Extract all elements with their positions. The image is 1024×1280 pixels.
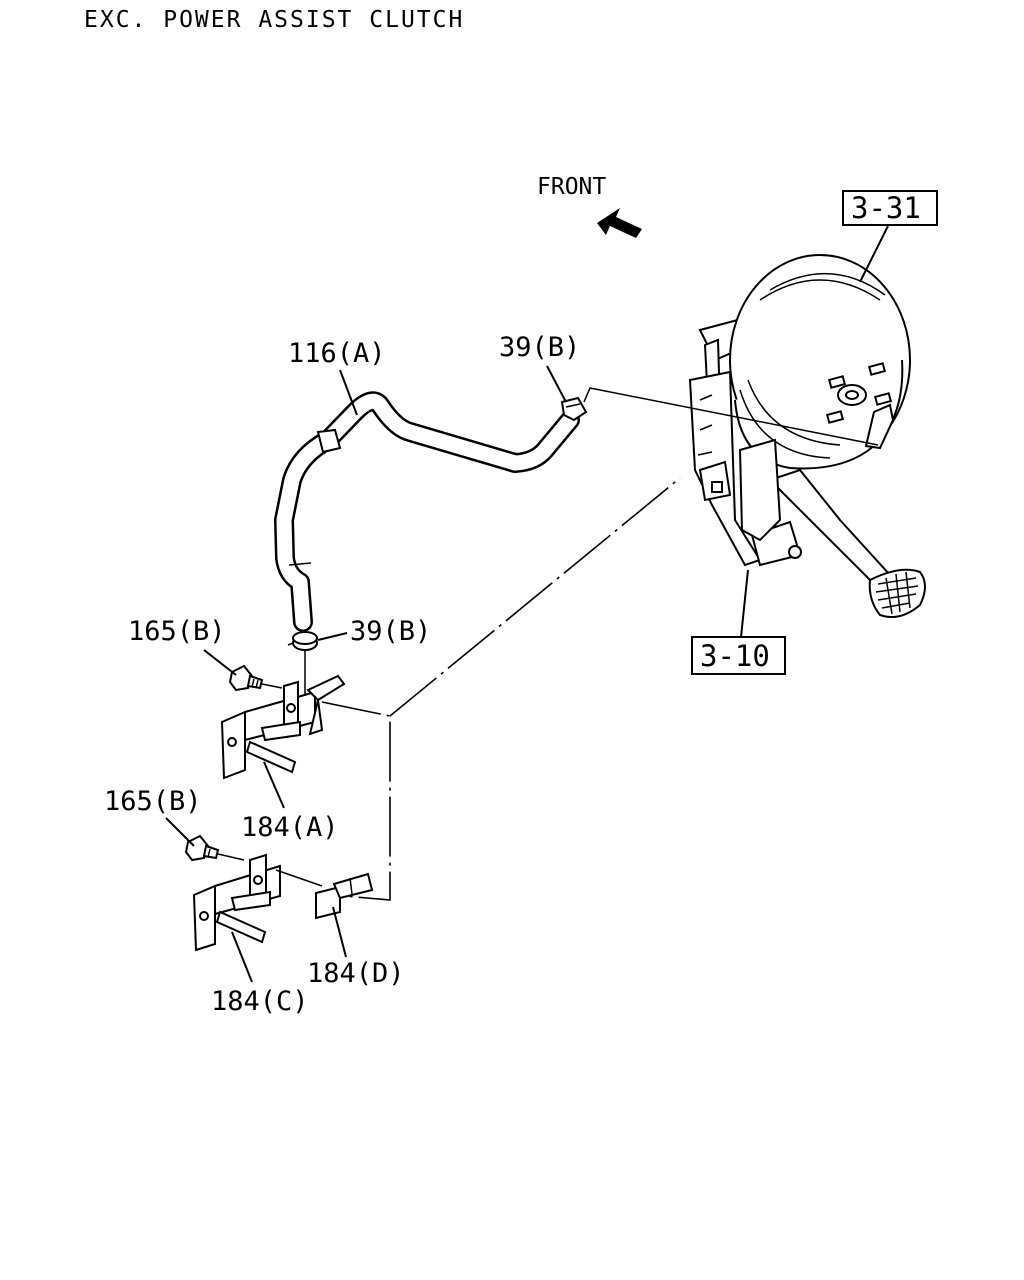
callout-165b-upper: 165(B) [128, 616, 226, 647]
bolt-165b-upper[interactable] [228, 664, 264, 692]
callout-184c: 184(C) [211, 986, 309, 1017]
reference-box-3-10[interactable] [691, 636, 786, 675]
hose-116a[interactable] [274, 391, 580, 632]
clip-39b-upper[interactable] [560, 396, 588, 422]
diagram-title: EXC. POWER ASSIST CLUTCH [84, 7, 464, 33]
clip-39b-lower[interactable] [287, 631, 318, 651]
routing-line-to-pedal [389, 477, 681, 717]
clutch-master-assembly [688, 254, 926, 618]
bolt-165b-lower[interactable] [184, 834, 220, 862]
callout-116a: 116(A) [288, 338, 386, 369]
callout-39b-lower: 39(B) [350, 616, 431, 647]
reference-box-3-31[interactable] [842, 190, 938, 226]
reference-box-3-31-label: 3-31 [851, 191, 921, 225]
reference-box-3-10-label: 3-10 [700, 639, 770, 673]
callout-165b-lower: 165(B) [104, 786, 202, 817]
callout-39b-upper: 39(B) [499, 332, 580, 363]
bracket-184d[interactable] [315, 872, 374, 920]
callout-184a: 184(A) [241, 812, 339, 843]
front-label: FRONT [537, 174, 606, 200]
routing-line [321, 701, 391, 901]
callout-184d: 184(D) [307, 958, 405, 989]
front-arrow-icon [597, 208, 642, 238]
bracket-184c[interactable] [192, 853, 281, 952]
bracket-184a[interactable] [220, 674, 346, 780]
